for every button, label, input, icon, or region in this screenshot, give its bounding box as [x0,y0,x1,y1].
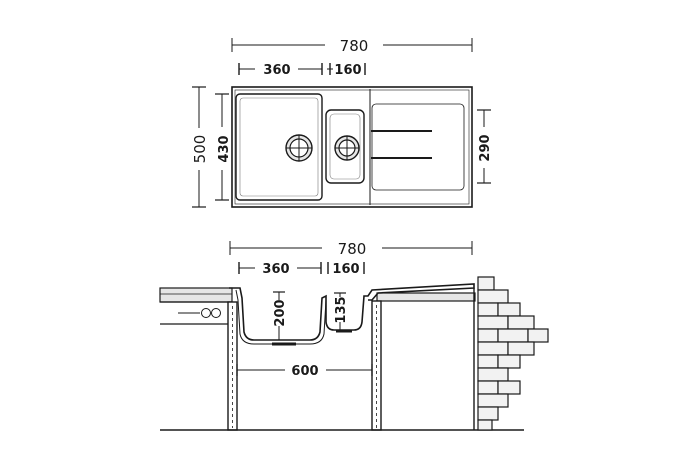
countertop-left [159,287,233,325]
brick-wall [477,276,549,431]
main-bowl-shade [239,97,319,197]
sink-inner-rim [234,89,470,205]
sink-profile-inner [235,289,327,345]
drainboard [371,103,465,191]
side-cabinet-width-label: 600 [291,364,318,379]
side-dim-main-bowl-height: 200 [273,291,288,340]
top-dim-main-bowl-depth: 430 [215,93,232,201]
side-main-bowl-width-label: 360 [262,262,289,277]
sink-profile [229,283,475,341]
side-small-bowl-width-label: 160 [332,262,359,277]
cabinet-right-wall [371,300,382,431]
top-small-bowl-depth-label: 290 [478,134,493,161]
cabinet-left-wall [227,301,238,431]
top-overall-depth-label: 500 [191,135,209,164]
top-overall-width-label: 780 [340,37,369,55]
main-bowl-drain-icon [285,134,313,162]
top-main-bowl-depth-label: 430 [217,135,232,162]
side-overall-width-label: 780 [338,240,367,258]
top-main-bowl-width-label: 360 [263,63,290,78]
top-dim-small-bowl-depth: 290 [477,109,493,184]
side-dim-overall-width: 780 [229,240,473,258]
side-main-bowl-height-label: 200 [273,299,288,326]
countertop-right [376,292,476,302]
small-bowl-drain-icon [334,135,360,161]
small-bowl-shade [329,113,361,180]
side-view: 780 360 160 [159,240,549,431]
main-bowl [235,93,323,201]
side-dim-cabinet-width: 600 [236,364,373,379]
top-dim-bowl-widths: 360 160 [238,63,366,78]
top-dim-overall-width: 780 [231,37,473,55]
side-dim-small-bowl-height: 135 [334,292,349,330]
side-dim-bowl-widths: 360 160 [238,262,365,277]
side-small-bowl-height-label: 135 [334,296,349,323]
top-small-bowl-width-label: 160 [334,63,361,78]
top-dim-overall-depth: 500 [191,86,209,208]
top-view: 780 360 160 500 430 [191,37,493,208]
